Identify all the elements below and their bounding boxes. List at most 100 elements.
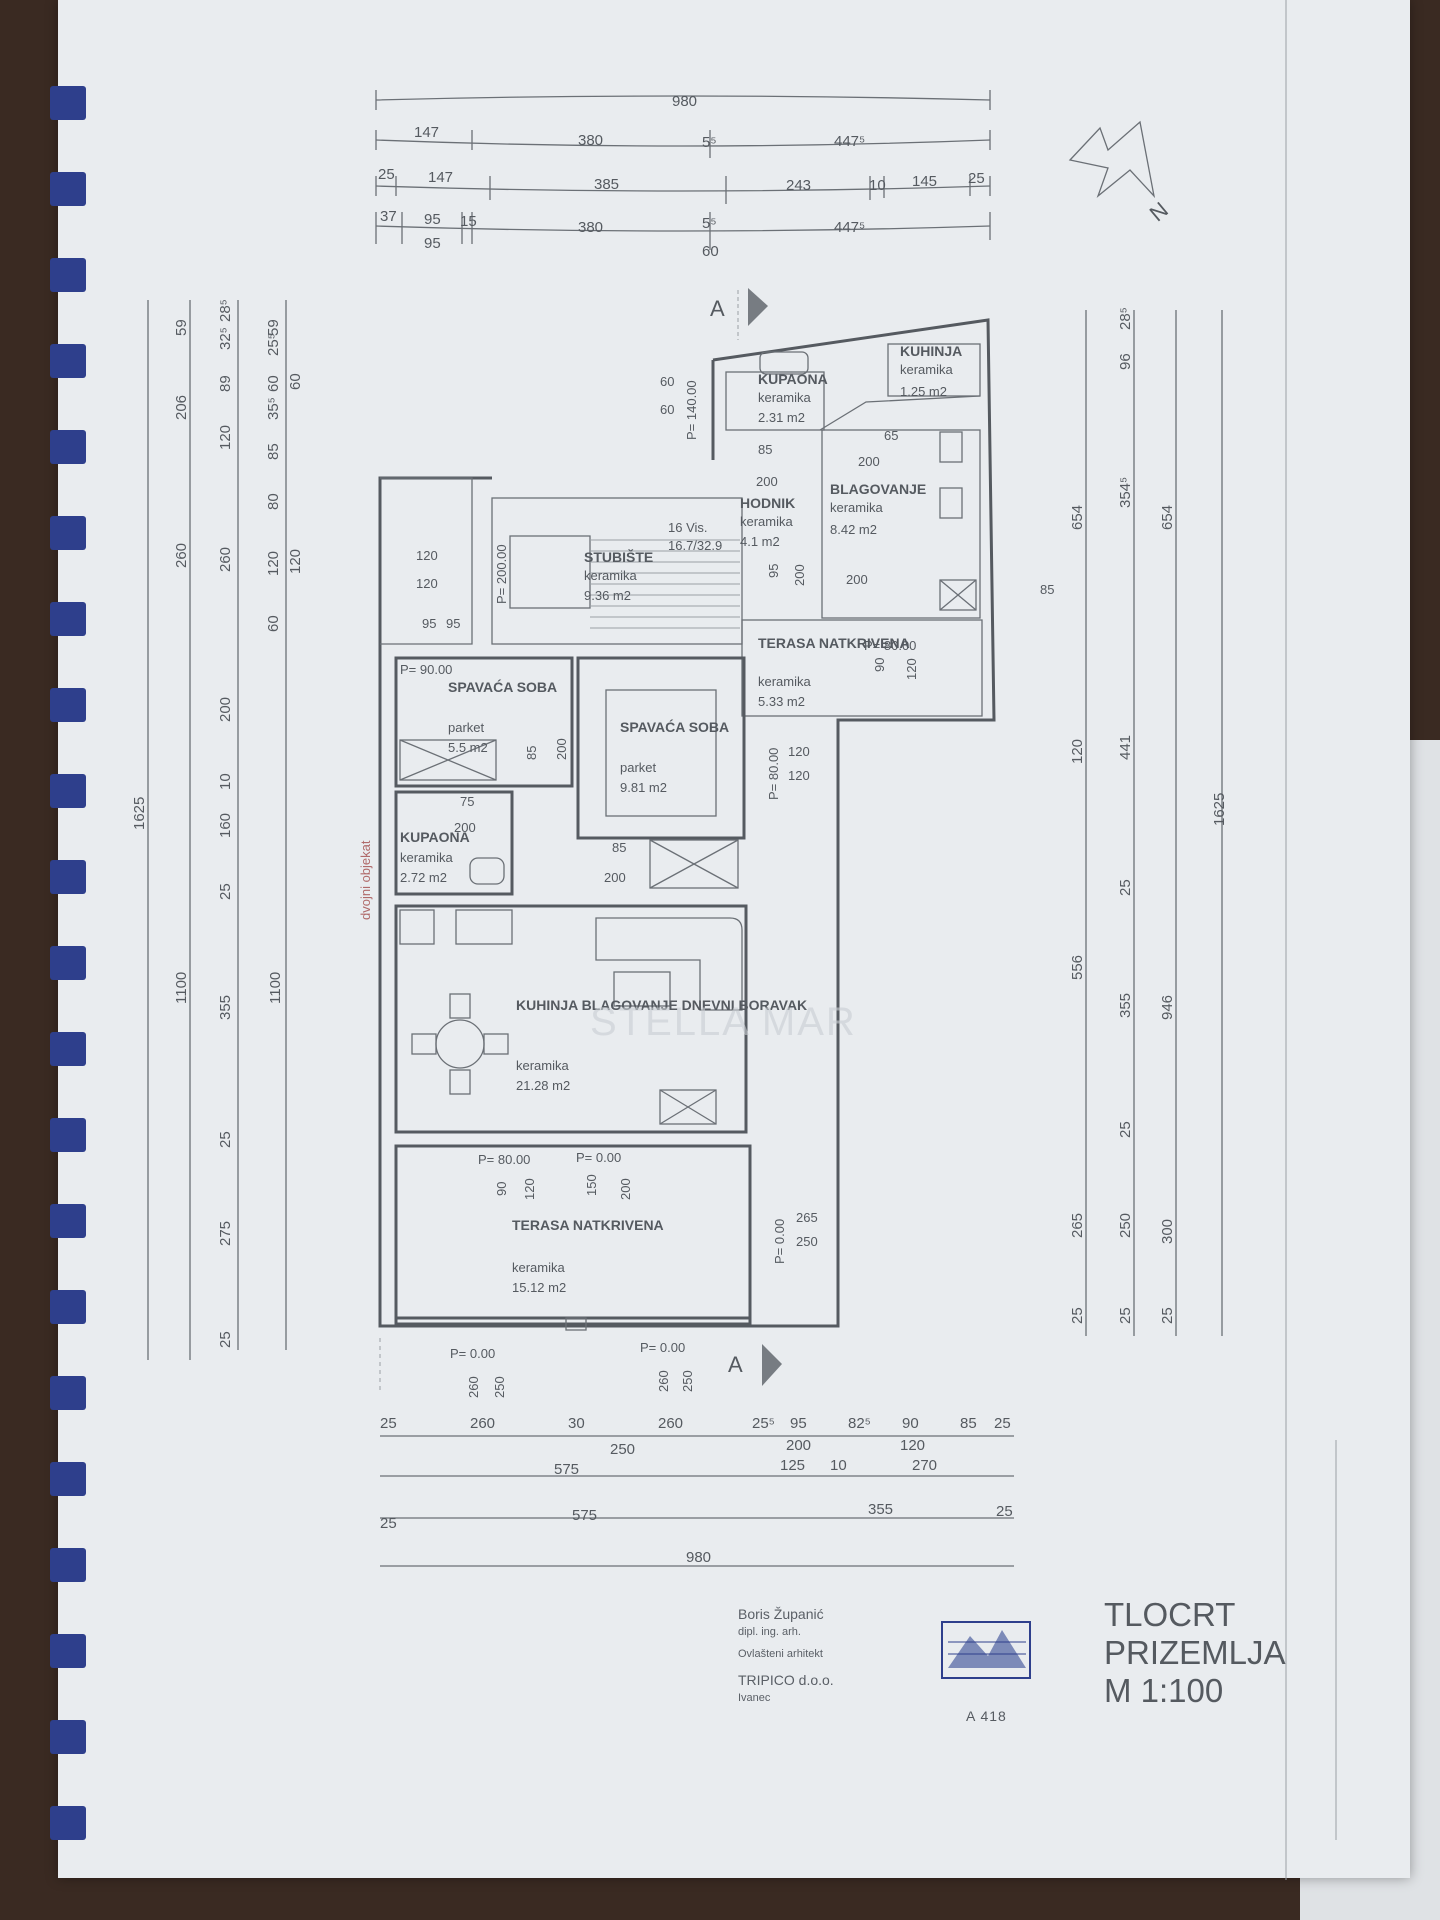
binding-tab	[50, 860, 86, 894]
left-dim: 59	[265, 319, 282, 336]
right-dim: 25	[1159, 1307, 1176, 1324]
bottom-dim: 575	[572, 1507, 597, 1524]
room-floor: keramika	[740, 514, 794, 529]
inner-dim: 85	[524, 746, 539, 760]
right-dim: 265	[1069, 1213, 1086, 1238]
room-name: KUHINJA	[900, 343, 962, 359]
binding-tab	[50, 1720, 86, 1754]
left-dim: 206	[173, 395, 190, 420]
architect-name: Boris Županić	[738, 1606, 824, 1622]
top-dim: 447⁵	[834, 133, 865, 150]
top-dim: 243	[786, 177, 811, 194]
binding-tab	[50, 688, 86, 722]
inner-dim: 95	[446, 616, 460, 631]
bottom-dim: 260	[470, 1415, 495, 1432]
top-dimension-chain: 980 147 380 5⁵ 447⁵ 25 147 385 243 10 14…	[375, 90, 991, 260]
stair-label: 16 Vis.	[668, 520, 708, 535]
company-city: Ivanec	[738, 1692, 771, 1704]
opening-labels: P= 140.00 P= 200.00 P= 90.00 P= 80.00 P=…	[400, 380, 916, 1361]
right-dim: 946	[1159, 995, 1176, 1020]
company-logo-icon	[941, 1621, 1031, 1679]
opening-label: P= 90.00	[400, 662, 452, 677]
inner-dim: 200	[846, 572, 868, 587]
top-dim: 60	[702, 243, 719, 260]
room-area: 2.31 m2	[758, 410, 805, 425]
top-dim: 37	[380, 208, 397, 225]
left-dim: 60	[265, 375, 282, 392]
bottom-dim: 25⁵	[752, 1415, 775, 1432]
room-floor: keramika	[516, 1058, 570, 1073]
left-dim: 28⁵	[217, 299, 234, 322]
left-dim: 85	[265, 443, 282, 460]
room-name: BLAGOVANJE	[830, 481, 926, 497]
room-area: 2.72 m2	[400, 870, 447, 885]
room-floor: keramika	[512, 1260, 566, 1275]
right-dim: 300	[1159, 1219, 1176, 1244]
inner-dim: 120	[522, 1178, 537, 1200]
bottom-dim: 120	[900, 1437, 925, 1454]
room-area: 9.36 m2	[584, 588, 631, 603]
binding-tab	[50, 1548, 86, 1582]
left-dim: 120	[265, 551, 282, 576]
inner-dim: 90	[872, 658, 887, 672]
right-dim: 441	[1117, 735, 1134, 760]
inner-dim: 60	[660, 402, 674, 417]
inner-dim: 250	[680, 1370, 695, 1392]
binding-tab	[50, 430, 86, 464]
bottom-dim: 125	[780, 1457, 805, 1474]
inner-dim: 200	[454, 820, 476, 835]
inner-dim: 120	[788, 768, 810, 783]
bottom-dim: 355	[868, 1501, 893, 1518]
binding-tab	[50, 1462, 86, 1496]
left-dim: 1100	[173, 972, 190, 1004]
top-dim: 25	[968, 170, 985, 187]
inner-dim: 85	[1040, 582, 1054, 597]
top-dim: 385	[594, 176, 619, 193]
left-dim: 89	[217, 375, 234, 392]
binding-tab	[50, 1032, 86, 1066]
top-dim: 380	[578, 219, 603, 236]
left-dim: 160	[217, 813, 234, 838]
inner-dim: 260	[466, 1376, 481, 1398]
binding-tab	[50, 344, 86, 378]
room-name: SPAVAĆA SOBA	[448, 678, 557, 695]
left-dim: 80	[265, 493, 282, 510]
left-dim: 120	[287, 549, 304, 574]
right-dim: 250	[1117, 1213, 1134, 1238]
room-name: KUHINJA BLAGOVANJE DNEVNI BORAVAK	[516, 997, 807, 1013]
room-area: 21.28 m2	[516, 1078, 570, 1093]
right-dim: 96	[1117, 353, 1134, 370]
room-floor: keramika	[758, 390, 812, 405]
north-arrow-icon: N	[1068, 120, 1173, 226]
room-area: 8.42 m2	[830, 522, 877, 537]
section-marker-bottom: A	[728, 1344, 782, 1386]
binding-tab	[50, 1806, 86, 1840]
right-dim: 120	[1069, 739, 1086, 764]
room-area: 15.12 m2	[512, 1280, 566, 1295]
opening-label: P= 80.00	[766, 748, 781, 800]
inner-dim: 120	[416, 576, 438, 591]
title-scale: M 1:100	[1104, 1672, 1224, 1709]
opening-label: P= 0.00	[450, 1346, 495, 1361]
right-dim: 28⁵	[1117, 307, 1134, 330]
inner-dim: 200	[756, 474, 778, 489]
inner-dim: 60	[660, 374, 674, 389]
right-dim: 654	[1159, 505, 1176, 530]
left-dim: 260	[217, 547, 234, 572]
bottom-dim: 25	[996, 1503, 1013, 1520]
svg-text:N: N	[1145, 197, 1173, 226]
left-dim: 25	[217, 1331, 234, 1348]
bottom-dim: 980	[686, 1549, 711, 1566]
opening-label: P= 0.00	[640, 1340, 685, 1355]
bottom-dim: 30	[568, 1415, 585, 1432]
right-dim: 556	[1069, 955, 1086, 980]
top-dim: 447⁵	[834, 219, 865, 236]
room-area: 5.5 m2	[448, 740, 488, 755]
company-name: TRIPICO d.o.o.	[738, 1672, 834, 1688]
inner-dim: 120	[788, 744, 810, 759]
top-dim: 147	[428, 169, 453, 186]
left-dim: 60	[265, 615, 282, 632]
